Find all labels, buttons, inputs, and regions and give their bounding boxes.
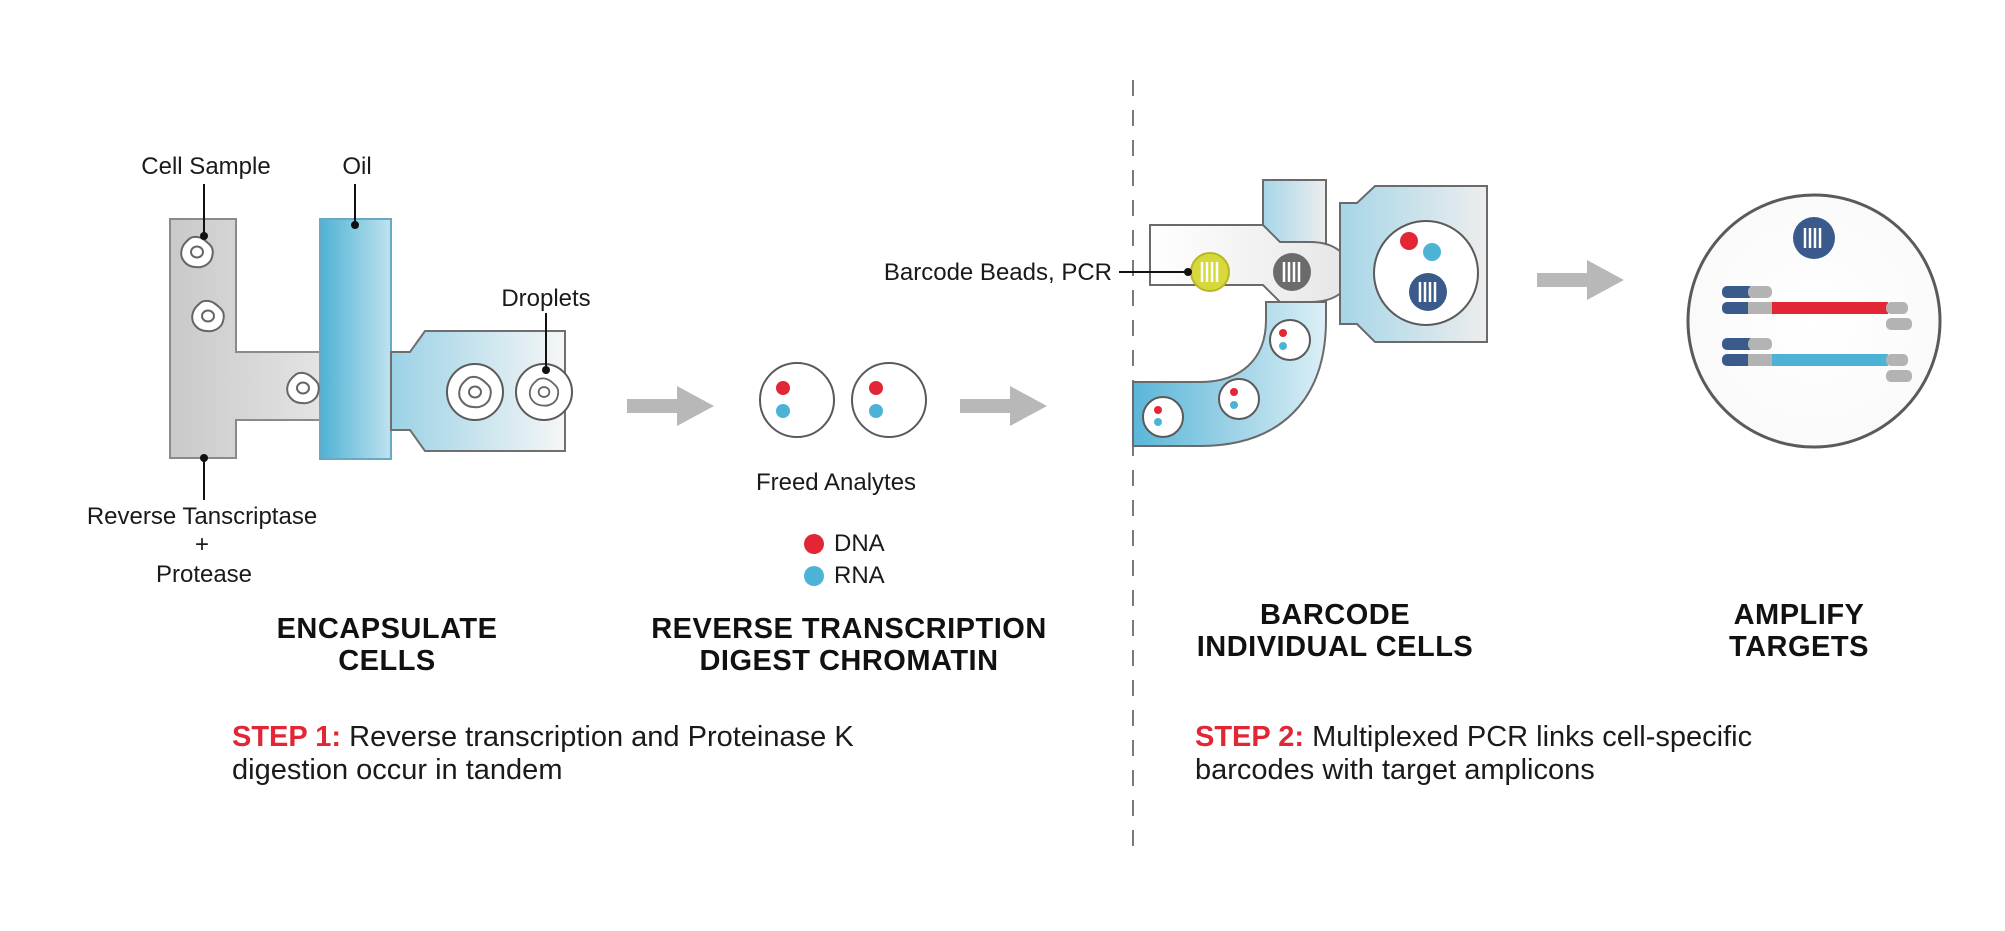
- process-arrow: [1537, 260, 1624, 300]
- droplet: [759, 362, 835, 438]
- freed-analytes: Freed Analytes DNA RNA: [756, 362, 927, 589]
- oil-channel: [319, 218, 392, 460]
- step1-text-line2: digestion occur in tandem: [232, 754, 563, 786]
- rna-amplicon: [1722, 338, 1912, 382]
- barcode-chip: Barcode Beads, PCR: [884, 179, 1488, 447]
- rna-dot: [1423, 243, 1441, 261]
- legend-swatch-rna: [804, 566, 824, 586]
- reagents-label-protease: Protease: [156, 561, 252, 588]
- legend-swatch-dna: [804, 534, 824, 554]
- heading-amplify-line1: AMPLIFY: [1734, 599, 1865, 631]
- rna-dot: [776, 404, 790, 418]
- dna-dot: [869, 381, 883, 395]
- droplet: [1218, 378, 1260, 420]
- process-arrow: [960, 386, 1047, 426]
- dna-amplicon: [1722, 286, 1912, 330]
- barcode-bead-navy: [1409, 273, 1447, 311]
- leader-dot: [200, 232, 208, 240]
- heading-encapsulate-line1: ENCAPSULATE: [277, 613, 498, 645]
- droplets-label: Droplets: [501, 285, 590, 312]
- process-arrow: [627, 386, 714, 426]
- oil-label: Oil: [342, 153, 371, 180]
- heading-amplify-line2: TARGETS: [1729, 631, 1869, 663]
- leader-dot: [200, 454, 208, 462]
- heading-barcode-line2: INDIVIDUAL CELLS: [1197, 631, 1474, 663]
- droplet: [1269, 319, 1311, 361]
- rna-dot: [1230, 401, 1238, 409]
- step1-caption: STEP 1: Reverse transcription and Protei…: [232, 721, 992, 787]
- legend-label-rna: RNA: [834, 562, 885, 589]
- freed-analytes-label: Freed Analytes: [756, 469, 916, 496]
- dna-dot: [1230, 388, 1238, 396]
- step1-text: Reverse transcription and Proteinase K: [341, 721, 854, 753]
- rna-dot: [1154, 418, 1162, 426]
- leader-dot: [542, 366, 550, 374]
- barcode-beads-label: Barcode Beads, PCR: [884, 259, 1112, 286]
- rna-dot: [869, 404, 883, 418]
- barcode-bead-gray: [1273, 253, 1311, 291]
- droplet: [1142, 396, 1184, 438]
- encapsulation-chip: Cell Sample Oil Droplets Reverse Tanscri…: [87, 153, 591, 588]
- heading-reverse-line2: DIGEST CHROMATIN: [699, 645, 998, 677]
- step2-text: Multiplexed PCR links cell-specific: [1304, 721, 1753, 753]
- amplify-droplet: [1686, 193, 1942, 449]
- cell-sample-label: Cell Sample: [141, 153, 270, 180]
- step2-caption: STEP 2: Multiplexed PCR links cell-speci…: [1195, 721, 1955, 787]
- heading-encapsulate-line2: CELLS: [338, 645, 436, 677]
- rna-dot: [1279, 342, 1287, 350]
- step2-prefix: STEP 2:: [1195, 721, 1305, 753]
- reagents-label: Reverse Tanscriptase: [87, 503, 317, 530]
- merged-droplet: [1373, 220, 1479, 326]
- step1-prefix: STEP 1:: [232, 721, 342, 753]
- leader-dot: [1184, 268, 1192, 276]
- dna-dot: [1154, 406, 1162, 414]
- step2-text-line2: barcodes with target amplicons: [1195, 754, 1595, 786]
- droplet: [851, 362, 927, 438]
- heading-reverse-line1: REVERSE TRANSCRIPTION: [651, 613, 1047, 645]
- leader-dot: [351, 221, 359, 229]
- legend-label-dna: DNA: [834, 530, 885, 557]
- dna-dot: [776, 381, 790, 395]
- heading-barcode-line1: BARCODE: [1260, 599, 1410, 631]
- dna-dot: [1400, 232, 1418, 250]
- dna-dot: [1279, 329, 1287, 337]
- amplify-circle: [1686, 193, 1942, 449]
- barcode-bead-yellow: [1190, 252, 1230, 292]
- reagents-plus: +: [195, 531, 209, 558]
